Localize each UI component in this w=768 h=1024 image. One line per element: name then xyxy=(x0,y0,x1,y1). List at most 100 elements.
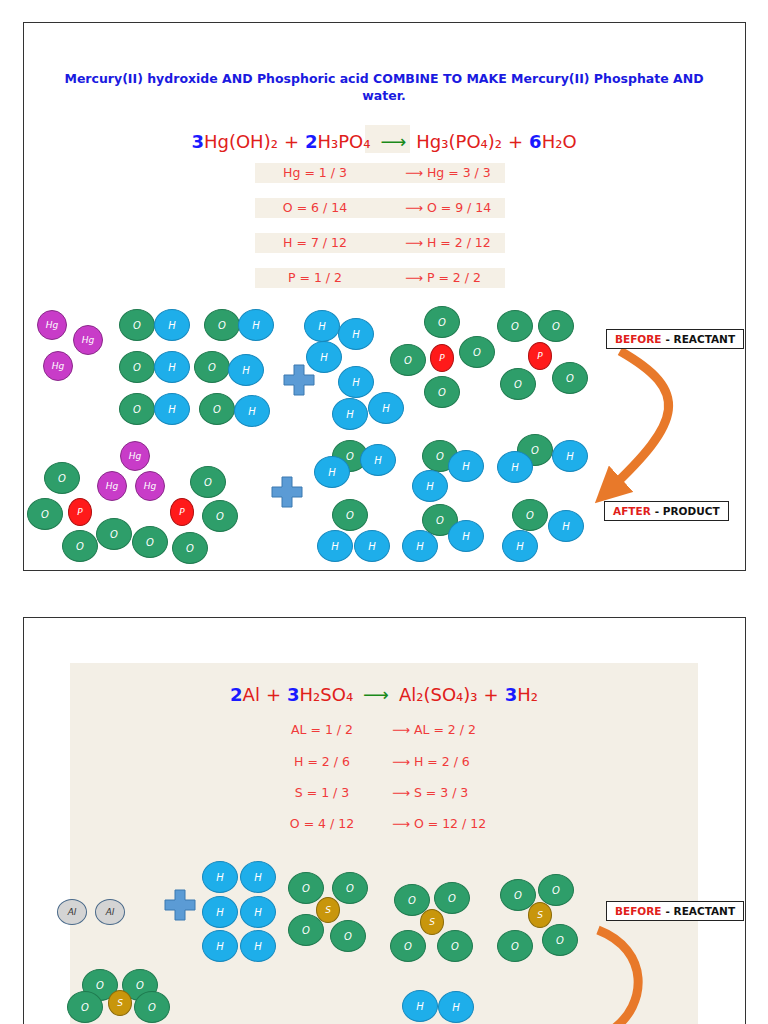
atom-circle: O xyxy=(199,393,235,425)
atom-circle: O xyxy=(190,466,226,498)
atom-symbol: Hg xyxy=(106,481,118,491)
atom-symbol: Al xyxy=(68,907,77,917)
atom-symbol: O xyxy=(514,890,522,901)
equation-part: H₂ xyxy=(517,684,538,705)
atom-count: ⟶ H = 2 / 12 xyxy=(405,235,491,250)
equation-part: 3 xyxy=(505,684,518,705)
atom-circle: P xyxy=(170,498,194,526)
atom-circle: H xyxy=(438,991,474,1023)
atom-count: ⟶ P = 2 / 2 xyxy=(405,270,481,285)
plus-sign xyxy=(165,365,314,920)
atom-symbol: H xyxy=(318,321,326,332)
atom-circle: Hg xyxy=(120,441,150,471)
atom-symbol: H xyxy=(254,941,262,952)
atom-symbol: H xyxy=(452,1002,460,1013)
atom-circle: O xyxy=(119,393,155,425)
atom-symbol: O xyxy=(556,935,564,946)
equation-part: H₂SO₄ xyxy=(300,684,354,705)
atom-circle: O xyxy=(424,306,460,338)
atom-symbol: O xyxy=(511,321,519,332)
atom-count: AL = 1 / 2 xyxy=(291,722,353,737)
atom-circle: H xyxy=(238,309,274,341)
atom-symbol: O xyxy=(404,941,412,952)
atom-symbol: H xyxy=(368,541,376,552)
atom-circle: O xyxy=(500,368,536,400)
atom-circle: O xyxy=(132,526,168,558)
atom-circle: O xyxy=(459,336,495,368)
atom-circle: O xyxy=(62,530,98,562)
atom-symbol: O xyxy=(552,885,560,896)
atom-symbol: O xyxy=(218,320,226,331)
equation-part: + xyxy=(266,684,281,705)
atom-circle: H xyxy=(448,450,484,482)
equation-part: 3 xyxy=(287,684,300,705)
atom-symbol: H xyxy=(168,320,176,331)
atom-symbol: Hg xyxy=(129,451,141,461)
atom-symbol: H xyxy=(426,481,434,492)
atom-symbol: O xyxy=(41,509,49,520)
atom-circle: O xyxy=(512,499,548,531)
equation-part: H₂O xyxy=(542,131,577,152)
stage-label-box: AFTER- PRODUCT xyxy=(604,501,729,521)
atom-circle: O xyxy=(172,532,208,564)
atom-circle: H xyxy=(202,896,238,928)
atom-circle: H xyxy=(306,341,342,373)
equation-part: 2 xyxy=(230,684,243,705)
atom-symbol: O xyxy=(204,477,212,488)
atom-circle: H xyxy=(552,440,588,472)
atom-circle: Hg xyxy=(135,471,165,501)
atom-circle: S xyxy=(528,902,552,928)
atom-circle: O xyxy=(497,310,533,342)
atom-circle: O xyxy=(538,310,574,342)
atom-symbol: P xyxy=(439,353,444,363)
atom-circle: H xyxy=(368,392,404,424)
atom-circle: S xyxy=(420,909,444,935)
atom-symbol: H xyxy=(352,377,360,388)
stage-label-box: BEFORE- REACTANT xyxy=(606,901,744,921)
slide-title: Mercury(II) hydroxide AND Phosphoric aci… xyxy=(64,70,704,104)
equation-part: 2 xyxy=(305,131,318,152)
count-bars xyxy=(255,125,505,288)
atom-symbol: O xyxy=(216,511,224,522)
atom-symbol: H xyxy=(462,531,470,542)
atom-symbol: H xyxy=(216,941,224,952)
atom-symbol: O xyxy=(566,373,574,384)
atom-count: P = 1 / 2 xyxy=(288,270,342,285)
atom-circle: O xyxy=(390,930,426,962)
atom-circle: H xyxy=(338,366,374,398)
atom-symbol: O xyxy=(531,445,539,456)
atom-circle: O xyxy=(202,500,238,532)
atom-symbol: O xyxy=(344,931,352,942)
slide-panel xyxy=(70,663,698,1024)
atom-count: ⟶ S = 3 / 3 xyxy=(392,785,468,800)
atom-circle: O xyxy=(288,872,324,904)
stage-label: BEFORE xyxy=(615,333,662,345)
atom-symbol: H xyxy=(382,403,390,414)
atom-symbol: O xyxy=(436,515,444,526)
atom-circle: P xyxy=(430,344,454,372)
process-arrow xyxy=(608,351,669,491)
atom-circle: H xyxy=(448,520,484,552)
atom-symbol: O xyxy=(514,379,522,390)
atom-count: H = 7 / 12 xyxy=(283,235,347,250)
atom-symbol: H xyxy=(462,461,470,472)
atom-circle: Hg xyxy=(97,471,127,501)
atom-symbol: O xyxy=(96,980,104,991)
atom-symbol: O xyxy=(346,510,354,521)
atom-circle: H xyxy=(240,896,276,928)
atom-count: O = 6 / 14 xyxy=(283,200,347,215)
atom-circle: H xyxy=(304,310,340,342)
atom-circle: O xyxy=(332,872,368,904)
atom-symbol: O xyxy=(552,321,560,332)
atom-symbol: O xyxy=(213,404,221,415)
atom-symbol: O xyxy=(148,1002,156,1013)
atom-symbol: P xyxy=(77,507,82,517)
atom-circle: Hg xyxy=(73,325,103,355)
stage-label: - PRODUCT xyxy=(655,505,720,517)
atom-count: ⟶ AL = 2 / 2 xyxy=(392,722,476,737)
atom-symbol: H xyxy=(328,467,336,478)
atom-symbol: H xyxy=(168,404,176,415)
atom-symbol: O xyxy=(58,473,66,484)
atom-circle: H xyxy=(154,309,190,341)
